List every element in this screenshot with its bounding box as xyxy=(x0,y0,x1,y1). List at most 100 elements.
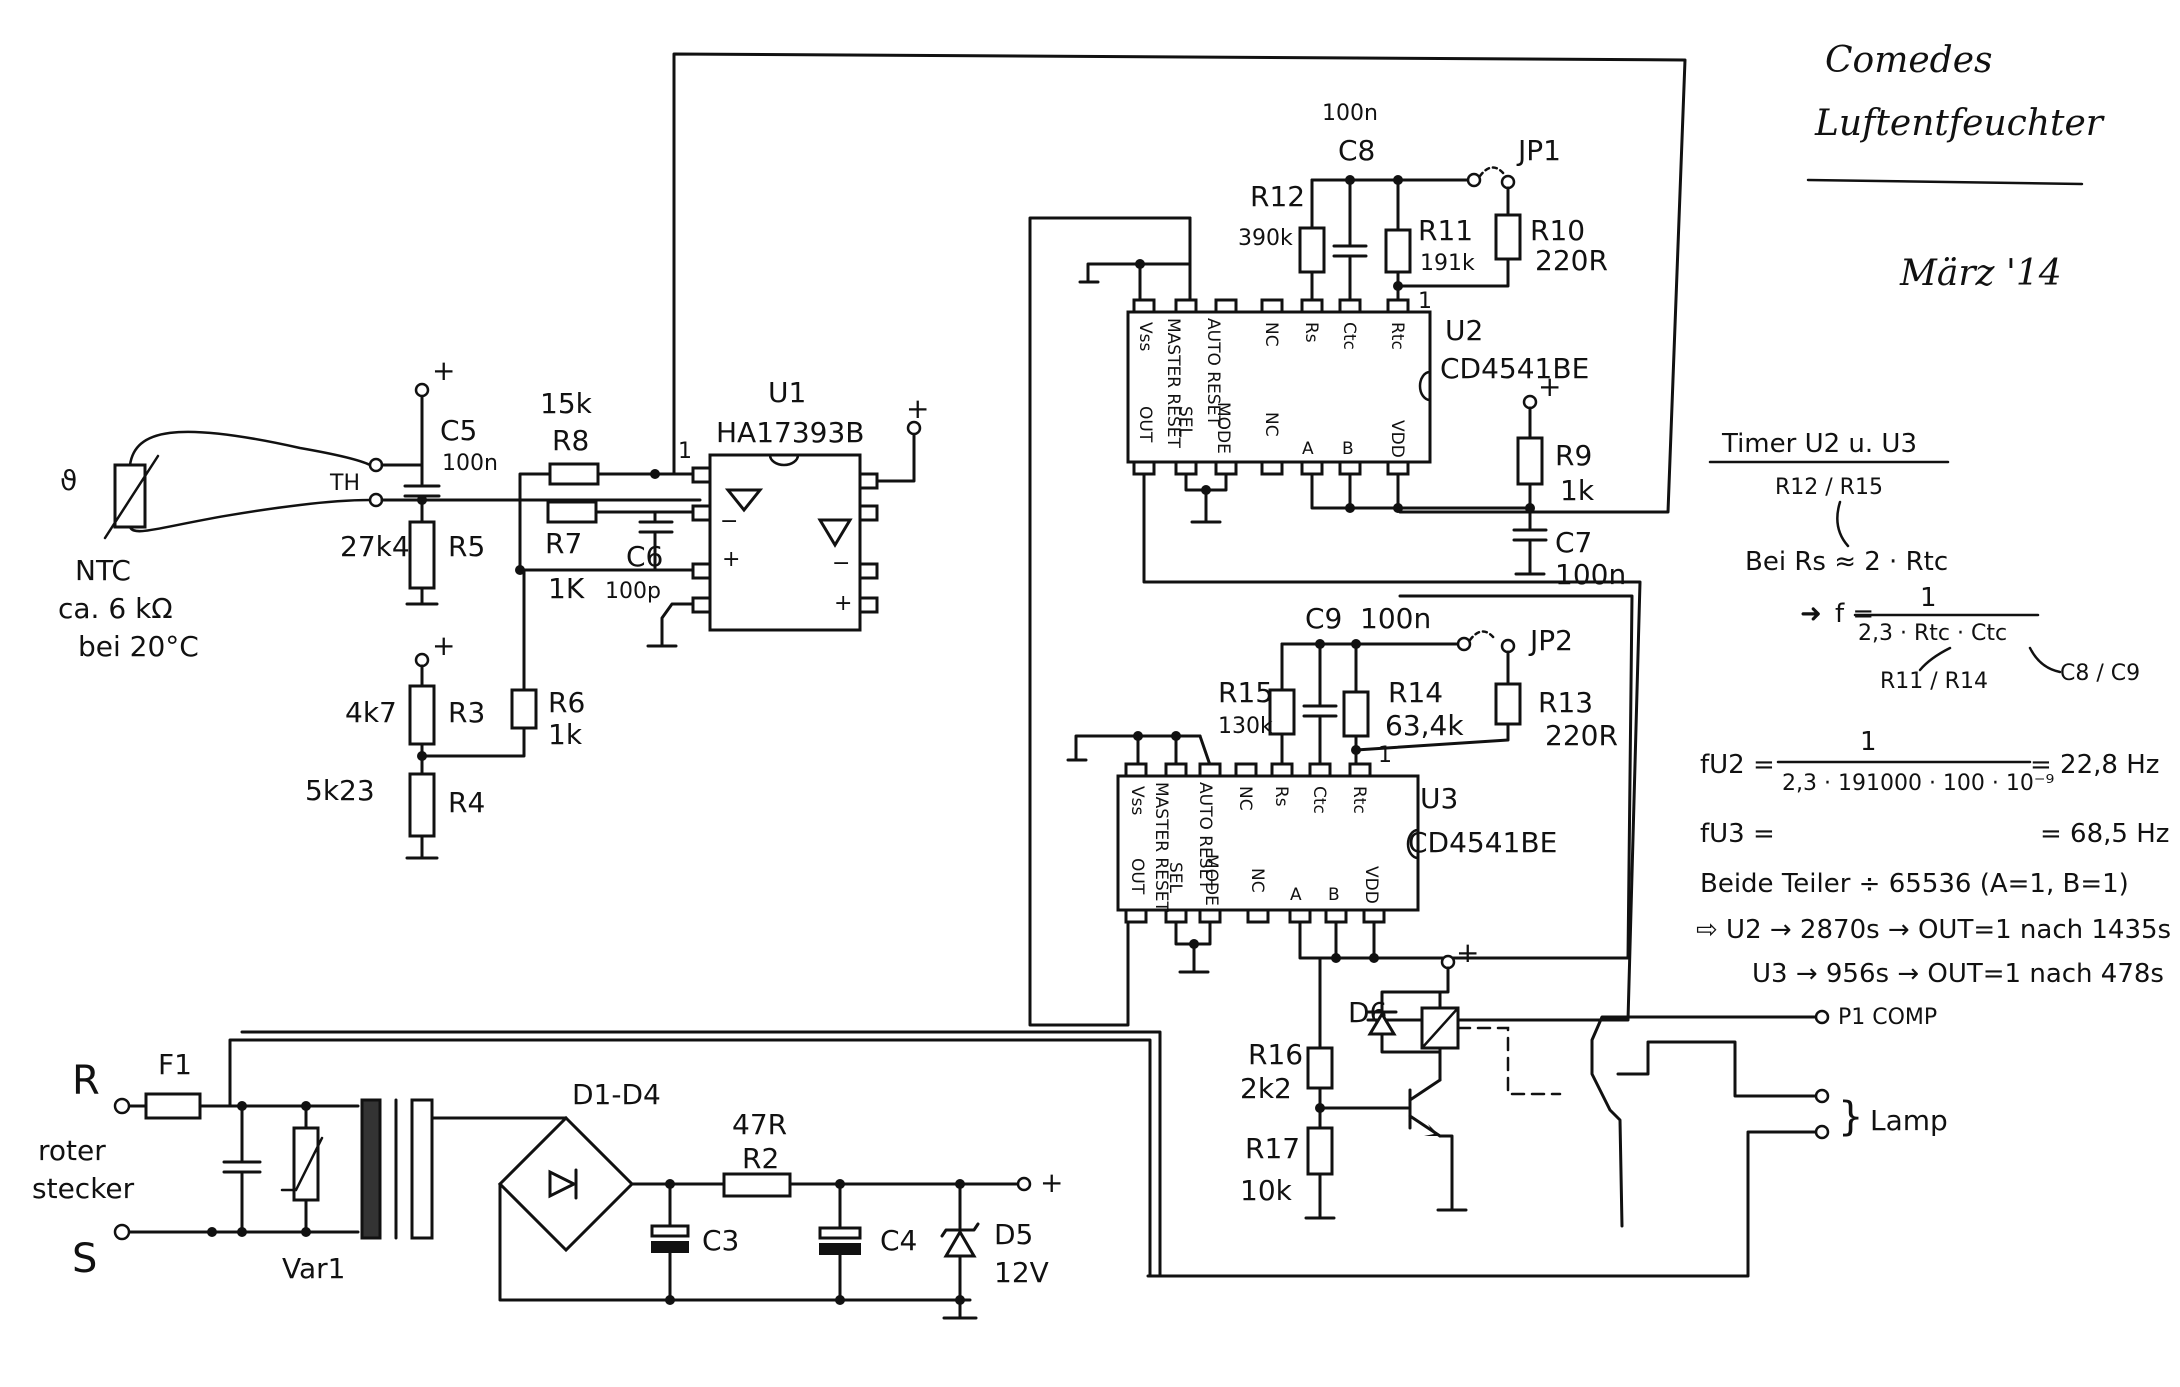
lamp-terminal-1 xyxy=(1814,1088,1830,1104)
u3-label: U3 xyxy=(1420,782,1458,815)
power-r-label: R xyxy=(72,1058,100,1104)
c7-label: C7 xyxy=(1555,526,1592,559)
transistor-arrow xyxy=(1424,1124,1440,1136)
u3-label-ctc: Ctc xyxy=(1309,786,1329,814)
u2-label-autoreset: AUTO RESET xyxy=(1203,318,1223,426)
r9-resistor xyxy=(1516,436,1544,486)
u1-pin8 xyxy=(858,472,879,490)
junction-r8 xyxy=(650,469,660,479)
u2-ic xyxy=(1126,310,1432,464)
c4-label: C4 xyxy=(880,1224,917,1257)
u3-label-nc2: NC xyxy=(1247,868,1267,893)
wire-u3-vdd xyxy=(1372,594,1634,960)
wire-r10-bottom xyxy=(1396,257,1510,288)
u1-pin1 xyxy=(691,466,712,484)
ntc-label: NTC xyxy=(75,554,131,587)
u1-pin7 xyxy=(858,504,879,522)
u2-label: U2 xyxy=(1445,314,1483,347)
u1-pin3 xyxy=(691,562,712,580)
jp2-terminal-a xyxy=(1456,636,1472,652)
header-title-2: Luftentfeuchter xyxy=(1814,103,2105,144)
junction-u2-b xyxy=(1345,503,1355,513)
wire-u3-vss xyxy=(1074,734,1202,762)
u3-pin-ctc xyxy=(1308,762,1332,778)
c8-value: 100n xyxy=(1322,101,1378,126)
u2-label-out: OUT xyxy=(1135,406,1155,443)
r8-resistor xyxy=(548,462,600,486)
d5-label: D5 xyxy=(994,1218,1033,1251)
u3-label-vss: Vss xyxy=(1127,786,1147,815)
jp2-link xyxy=(1468,630,1496,642)
relay-coil-diag xyxy=(1420,1006,1460,1050)
wire-lamp-2 xyxy=(1146,1130,1818,1278)
r16-label: R16 xyxy=(1248,1038,1303,1071)
note-fu2-val: = 22,8 Hz xyxy=(2030,750,2159,780)
r3-label: R3 xyxy=(448,696,485,729)
u2-label-rtc: Rtc xyxy=(1387,322,1407,350)
r11-value: 191k xyxy=(1420,251,1475,276)
c5-plus-terminal xyxy=(414,382,430,398)
r16-value: 2k2 xyxy=(1240,1072,1292,1105)
wire-r13-bottom xyxy=(1354,722,1510,752)
u2-pin-nc2 xyxy=(1260,460,1284,476)
u3-pin-rtc xyxy=(1348,762,1372,778)
wire-p1-comp xyxy=(1590,1015,1818,1228)
r4-label: R4 xyxy=(448,786,485,819)
wire-bridge-gnd xyxy=(498,1182,972,1302)
u3-pin-vss xyxy=(1124,762,1148,778)
u3-pin-nc xyxy=(1234,762,1258,778)
r9-label: R9 xyxy=(1555,439,1592,472)
var1-label: Var1 xyxy=(282,1252,345,1285)
ntc-theta: ϑ xyxy=(60,464,77,497)
u3-pin-mode xyxy=(1198,908,1222,924)
note-teiler: Beide Teiler ÷ 65536 (A=1, B=1) xyxy=(1700,869,2129,899)
u1-plus-terminal xyxy=(906,420,922,436)
wire-u2-out xyxy=(1142,472,1642,1022)
r13-label: R13 xyxy=(1538,686,1593,719)
u2-part: CD4541BE xyxy=(1440,352,1589,385)
r4-value: 5k23 xyxy=(305,774,375,807)
note-arrow-ctc xyxy=(2028,646,2062,674)
u2-label-masterreset: MASTER RESET xyxy=(1163,318,1183,449)
note-fu2-label: fU2 = xyxy=(1700,750,1775,780)
d5-diode xyxy=(943,1229,977,1258)
var1-slash xyxy=(280,1136,324,1192)
junction-d5-gnd xyxy=(955,1295,965,1305)
r3-value: 4k7 xyxy=(345,696,397,729)
r9-plus: + xyxy=(1538,370,1561,403)
u2-pin-sel xyxy=(1174,460,1198,476)
u2-label-vdd: VDD xyxy=(1387,420,1407,458)
note-arrow-rs xyxy=(1836,500,1850,548)
u3-label-nc: NC xyxy=(1235,786,1255,811)
u1-notch xyxy=(768,453,800,467)
r10-resistor xyxy=(1494,213,1522,261)
u1-comparator-b xyxy=(817,518,853,548)
u2-pin-out xyxy=(1132,460,1156,476)
wire-r8-left xyxy=(518,472,552,572)
u3-pin-vdd xyxy=(1362,908,1386,924)
jp1-terminal-a xyxy=(1466,172,1482,188)
u3-pin-nc2 xyxy=(1246,908,1270,924)
ntc-terminal-1 xyxy=(368,457,384,473)
u3-notch xyxy=(1406,828,1420,860)
f1-fuse xyxy=(144,1092,202,1120)
u2-label-sel: SEL xyxy=(1175,406,1195,438)
u1-pin5 xyxy=(858,596,879,614)
c3-label: C3 xyxy=(702,1224,739,1257)
plug-label-2: stecker xyxy=(32,1172,135,1205)
d6-diode xyxy=(1367,1011,1397,1036)
u2-pin-a xyxy=(1300,460,1324,476)
junction-s-1 xyxy=(207,1227,217,1237)
u1-part: HA17393B xyxy=(716,416,865,449)
r5-resistor xyxy=(408,520,436,590)
ntc-cable-top xyxy=(128,430,372,467)
header-date: März '14 xyxy=(1899,253,2062,294)
c5-value: 100n xyxy=(442,451,498,476)
c3-plate-1 xyxy=(650,1224,690,1238)
vcc-plus: + xyxy=(1040,1166,1063,1199)
u1-plus-sign: + xyxy=(906,392,929,425)
r14-label: R14 xyxy=(1388,676,1443,709)
u2-body xyxy=(1126,310,1432,464)
